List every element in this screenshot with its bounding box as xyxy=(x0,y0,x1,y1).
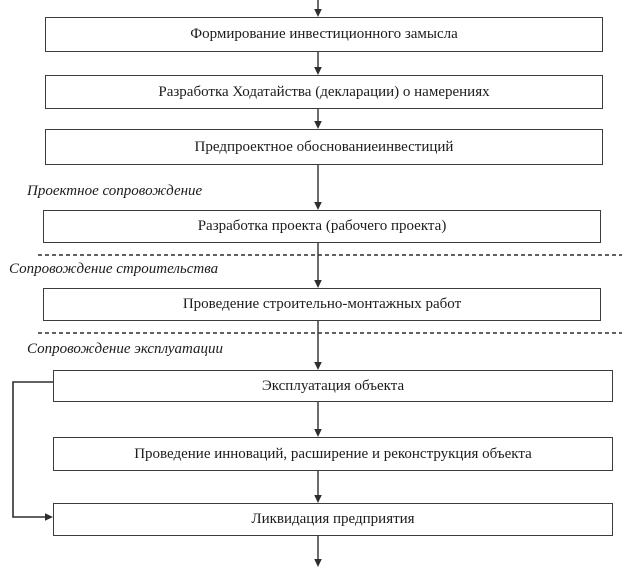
arrow-out-of-box-8 xyxy=(314,536,322,567)
arrow-box4-box5 xyxy=(314,243,322,288)
arrow-into-box-1 xyxy=(314,0,322,17)
feedback-loop-arrow xyxy=(12,381,53,521)
flow-box-project-development: Разработка проекта (рабочего проекта) xyxy=(43,210,601,243)
flow-box-enterprise-liquidation: Ликвидация предприятия xyxy=(53,503,613,536)
section-label-operation-support: Сопровождение эксплуатации xyxy=(27,341,224,357)
arrow-box6-box7 xyxy=(314,402,322,437)
flow-box-construction-works: Проведение строительно-монтажных работ xyxy=(43,288,601,321)
arrow-box7-box8 xyxy=(314,471,322,503)
section-label-design-support: Проектное сопровождение xyxy=(27,183,203,199)
arrow-box3-box4 xyxy=(314,165,322,210)
flow-box-facility-operation: Эксплуатация объекта xyxy=(53,370,613,402)
flow-box-declaration-of-intent: Разработка Ходатайства (декларации) о на… xyxy=(45,75,603,109)
arrow-box5-box6 xyxy=(314,321,322,370)
section-label-construction-support: Сопровождение строительства xyxy=(9,261,219,277)
flow-box-pre-project-justification: Предпроектное обоснованиеинвестиций xyxy=(45,129,603,165)
arrow-box1-box2 xyxy=(314,52,322,75)
arrow-box2-box3 xyxy=(314,109,322,129)
flow-box-innovation-reconstruction: Проведение инноваций, расширение и рекон… xyxy=(53,437,613,471)
flow-box-investment-concept: Формирование инвестиционного замысла xyxy=(45,17,603,52)
